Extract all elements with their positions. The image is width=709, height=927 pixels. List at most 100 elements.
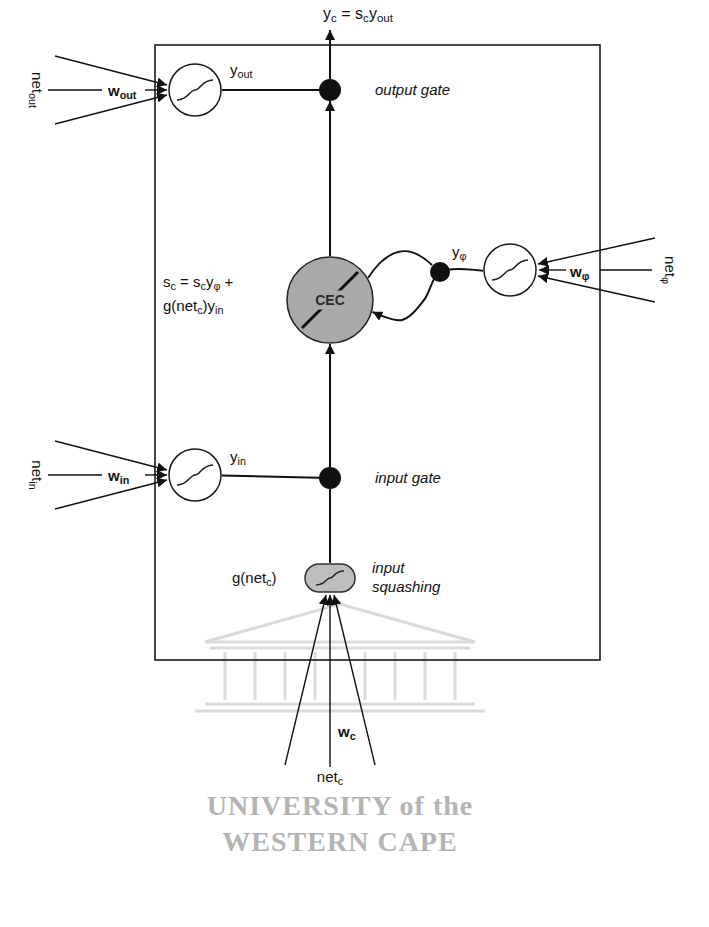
subscript: c	[331, 12, 337, 24]
gate-unit: yφ	[483, 243, 537, 297]
input-arrow	[55, 441, 167, 470]
connector	[329, 101, 331, 256]
subscript: out	[238, 68, 253, 80]
net-input-label: netφ	[656, 256, 680, 284]
text-run: )	[272, 569, 277, 586]
output-gate-inputs	[48, 56, 167, 124]
subscript: c	[197, 304, 202, 316]
cec-circle	[287, 257, 373, 343]
subscript: out	[27, 93, 39, 108]
input-arrow	[55, 95, 167, 124]
input-arrow	[145, 474, 167, 475]
text-run: CEC	[315, 292, 345, 308]
text-run: y	[206, 273, 214, 290]
text-run: y	[230, 448, 238, 465]
sigmoid-shape	[483, 243, 537, 297]
text-run: WESTERN CAPE	[222, 826, 457, 857]
text-run: y	[452, 243, 460, 260]
subscript: c	[201, 280, 206, 292]
gate-circle	[169, 64, 221, 116]
net-input-label: netout	[23, 72, 47, 108]
gate-circle	[169, 449, 221, 501]
connector	[329, 344, 331, 467]
dot-shape	[319, 467, 341, 489]
subscript: φ	[660, 277, 672, 284]
text-run: y	[230, 61, 238, 78]
squashing-unit: g(netc)input squashing	[304, 563, 356, 593]
forget-gate-inputs	[538, 238, 655, 302]
text-run: w	[108, 82, 120, 99]
text-run: net	[317, 768, 338, 785]
cec-slash	[302, 272, 358, 328]
dot-circle	[319, 79, 341, 101]
subscript: c	[338, 775, 343, 787]
text-run: input gate	[375, 469, 441, 486]
text-run: w	[338, 723, 350, 740]
gate-unit: yin	[168, 448, 222, 502]
subscript: c	[350, 730, 356, 742]
building-base	[195, 710, 485, 713]
text-run: input squashing	[372, 559, 440, 595]
text-run: g(net	[232, 569, 266, 586]
dot-circle	[319, 467, 341, 489]
node-label: g(netc)	[232, 568, 277, 592]
text-run: net	[662, 256, 679, 277]
building-beam	[210, 647, 470, 650]
gate-circle	[484, 244, 536, 296]
sigmoid-shape	[168, 448, 222, 502]
input-arrow	[538, 238, 655, 264]
net-input-label: netc	[317, 767, 343, 791]
weight-label: win	[108, 466, 129, 490]
watermark: WESTERN CAPE	[222, 826, 457, 858]
node-label: yout	[230, 60, 253, 84]
subscript: c	[363, 12, 369, 24]
text-run: UNIVERSITY of the	[207, 790, 473, 821]
node-label: output gate	[375, 80, 450, 99]
building-pediment	[205, 604, 475, 642]
building-base	[205, 703, 475, 706]
input-arrow	[55, 56, 167, 85]
node-sublabel: CEC	[313, 291, 347, 310]
input-arrow	[285, 595, 326, 765]
input-arrow	[145, 89, 167, 90]
sigmoid-shape	[168, 63, 222, 117]
cell-output-label: yc = scyout	[323, 4, 393, 28]
subscript: c	[171, 280, 176, 292]
text-run: s	[163, 273, 171, 290]
text-run: = s	[337, 5, 363, 22]
subscript: in	[120, 474, 130, 486]
watermark: UNIVERSITY of the	[207, 790, 473, 822]
weight-label: wc	[338, 722, 356, 746]
text-run: y	[323, 5, 331, 22]
sigmoid-curve	[492, 260, 528, 280]
memory-cell-block	[155, 45, 600, 660]
text-run: = s	[176, 273, 201, 290]
input-arrow	[538, 276, 655, 302]
cell-inputs	[285, 595, 375, 767]
cec-unit: sc = scyφ + g(netc)yinCEC	[286, 256, 374, 344]
subscript: φ	[582, 270, 590, 282]
subscript: out	[377, 12, 393, 24]
input-gate-inputs	[48, 441, 167, 509]
text-run: output gate	[375, 81, 450, 98]
subscript: c	[266, 576, 271, 588]
net-input-label: netin	[23, 460, 47, 489]
text-run: )y	[203, 297, 216, 314]
text-run: net	[29, 72, 46, 93]
node-label: input gate	[375, 468, 441, 487]
subscript: out	[120, 89, 137, 101]
sigmoid-curve	[177, 80, 213, 100]
input-arrow	[334, 595, 375, 765]
gate-unit: yout	[168, 63, 222, 117]
dash-line	[600, 269, 652, 270]
weight-label: wout	[108, 81, 136, 105]
connector	[222, 476, 319, 478]
connector	[329, 489, 331, 563]
subscript: in	[215, 304, 223, 316]
connector	[222, 89, 319, 91]
subscript: φ	[460, 250, 467, 262]
node-label: sc = scyφ + g(netc)yin	[163, 272, 281, 320]
subscript: in	[238, 455, 246, 467]
subscript: in	[27, 481, 39, 489]
